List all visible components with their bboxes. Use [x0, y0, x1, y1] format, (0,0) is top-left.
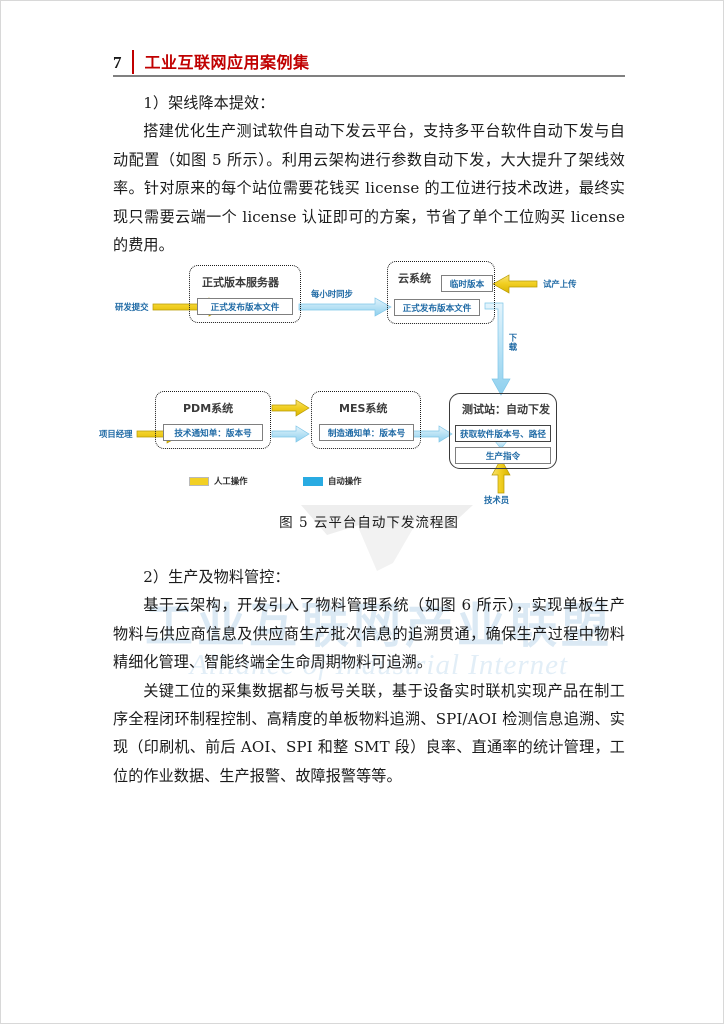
arrow-mes-to-test-station — [412, 425, 453, 443]
document-body: 1）架线降本提效： 搭建优化生产测试软件自动下发云平台，支持多平台软件自动下发与… — [113, 89, 625, 259]
node-mes-system-title: MES系统 — [339, 402, 388, 415]
node-cloud-system-official-file: 正式发布版本文件 — [394, 299, 480, 316]
node-mes-system — [311, 391, 421, 449]
cloud-deployment-flow-diagram: 正式版本服务器 正式发布版本文件 云系统 临时版本 正式发布版本文件 PDM系统… — [99, 247, 625, 505]
flow-label-technician: 技术员 — [484, 495, 510, 505]
paragraph-2: 搭建优化生产测试软件自动下发云平台，支持多平台软件自动下发与自动配置（如图 5 … — [113, 122, 625, 255]
legend-manual-operation: 人工操作 — [189, 475, 248, 487]
node-official-version-server — [189, 265, 301, 323]
flow-label-trial-upload: 试产上传 — [543, 279, 577, 289]
arrow-pdm-to-mes-auto — [271, 425, 310, 443]
flow-label-download: 下载 — [508, 333, 518, 352]
header-rule — [113, 75, 625, 77]
paragraph-5: 关键工位的采集数据都与板号关联，基于设备实时联机实现产品在制工序全程闭环制程控制… — [113, 681, 625, 785]
node-test-station-title: 测试站：自动下发 — [462, 403, 550, 416]
page-number: 7 — [113, 53, 122, 72]
document-body-lower: 2）生产及物料管控： 基于云架构，开发引入了物料管理系统（如图 6 所示），实现… — [113, 563, 625, 790]
figure-5: 正式版本服务器 正式发布版本文件 云系统 临时版本 正式发布版本文件 PDM系统… — [99, 247, 625, 539]
flow-label-project-manager: 项目经理 — [99, 429, 133, 439]
node-official-version-server-title: 正式版本服务器 — [202, 276, 279, 289]
arrow-download — [484, 302, 511, 396]
paragraph-4: 基于云架构，开发引入了物料管理系统（如图 6 所示），实现单板生产物料与供应商信… — [113, 596, 625, 672]
node-cloud-system — [387, 261, 495, 324]
arrow-technician — [491, 458, 511, 494]
paragraph-1: 1）架线降本提效： — [143, 94, 275, 112]
node-pdm-system-item: 技术通知单：版本号 — [163, 424, 263, 441]
node-test-station-order-item: 生产指令 — [455, 447, 551, 464]
node-mes-system-item: 制造通知单：版本号 — [319, 424, 414, 441]
page-header: 7 工业互联网应用案例集 — [113, 49, 625, 79]
header-title: 工业互联网应用案例集 — [144, 53, 310, 72]
legend-swatch-auto — [303, 476, 323, 486]
paragraph-3: 2）生产及物料管控： — [143, 568, 290, 586]
legend-swatch-manual — [189, 476, 209, 486]
header-divider — [131, 50, 134, 74]
node-test-station — [449, 393, 557, 469]
node-official-version-server-item: 正式发布版本文件 — [197, 298, 293, 315]
node-cloud-system-title: 云系统 — [398, 272, 431, 285]
node-cloud-system-temp-version: 临时版本 — [441, 275, 493, 292]
legend-label-auto: 自动操作 — [328, 476, 362, 486]
flow-label-rd-submit: 研发提交 — [115, 302, 149, 312]
flow-label-hourly-sync: 每小时同步 — [311, 289, 353, 299]
figure-caption: 图 5 云平台自动下发流程图 — [279, 515, 459, 531]
node-pdm-system-title: PDM系统 — [183, 402, 234, 415]
node-test-station-fetch-item: 获取软件版本号、路径 — [455, 425, 551, 442]
legend-label-manual: 人工操作 — [214, 476, 248, 486]
legend-auto-operation: 自动操作 — [303, 475, 362, 487]
arrow-pdm-to-mes-manual — [271, 399, 310, 417]
arrow-trial-upload — [492, 274, 538, 294]
node-pdm-system — [155, 391, 271, 449]
arrow-hourly-sync — [298, 297, 392, 317]
